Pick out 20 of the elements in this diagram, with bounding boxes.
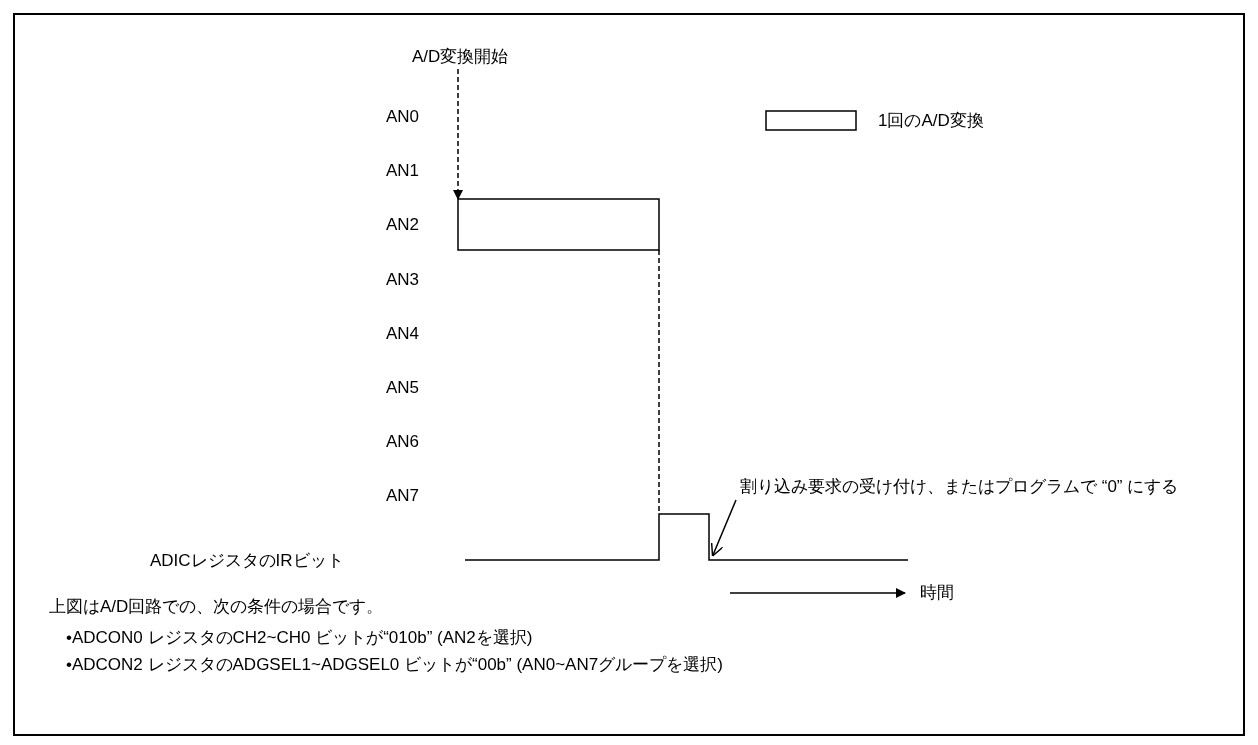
note-text: •ADCON0 レジスタのCH2~CH0 ビットが“010b” (AN2を選択): [66, 628, 533, 648]
conversion-box: [457, 198, 660, 251]
channel-label: AN7: [386, 486, 420, 506]
annotation-text: 割り込み要求の受け付け、またはプログラムで “0” にする: [740, 476, 1179, 498]
channel-label: AN1: [386, 161, 420, 181]
leader-line: [710, 499, 737, 557]
legend-text: 1回のA/D変換: [878, 111, 984, 131]
signal-name: ADICレジスタのIRビット: [150, 551, 344, 571]
channel-label: AN6: [386, 432, 420, 452]
channel-label: AN5: [386, 378, 420, 398]
signal-waveform: [464, 513, 909, 561]
channel-label: AN2: [386, 215, 420, 235]
annotation-text: A/D変換開始: [412, 47, 509, 67]
channel-label: AN4: [386, 324, 420, 344]
channel-label: AN0: [386, 107, 420, 127]
note-text: •ADCON2 レジスタのADGSEL1~ADGSEL0 ビットが“00b” (AN0~AN7グループを選択): [66, 655, 723, 675]
note-text: 上図はA/D回路での、次の条件の場合です。: [49, 597, 384, 617]
channel-label: AN3: [386, 270, 420, 290]
axis-label: 時間: [920, 583, 954, 603]
dashed-connector: [453, 68, 463, 200]
